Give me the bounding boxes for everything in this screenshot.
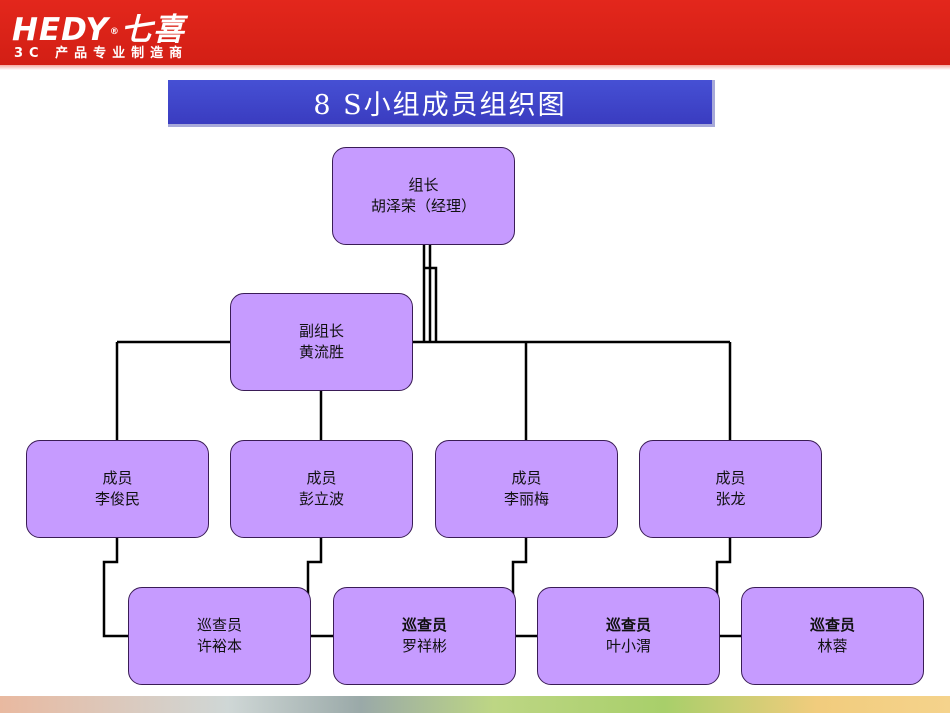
brand-tagline: 3C 产品专业制造商 xyxy=(14,46,189,61)
node-member: 成员 张龙 xyxy=(639,440,822,538)
member-role: 成员 xyxy=(102,469,133,487)
member-name: 李丽梅 xyxy=(503,490,549,508)
member-name: 李俊民 xyxy=(94,490,140,508)
brand-logo: HEDY®七喜 xyxy=(12,12,185,48)
member-role: 成员 xyxy=(306,469,337,487)
leader-role: 组长 xyxy=(408,176,439,194)
leader-name: 胡泽荣（经理） xyxy=(370,197,476,215)
node-member: 成员 彭立波 xyxy=(230,440,413,538)
title-banner: 8 S小组成员组织图 xyxy=(168,80,715,127)
connector-member3-inspector3 xyxy=(511,538,539,638)
node-inspector: 巡查员 许裕本 xyxy=(128,587,311,685)
decorative-footer-band xyxy=(0,696,950,713)
node-leader: 组长 胡泽荣（经理） xyxy=(332,147,515,245)
connector-member-drops xyxy=(115,342,732,442)
node-inspector: 巡查员 林蓉 xyxy=(741,587,924,685)
member-name: 张龙 xyxy=(715,490,746,508)
member-role: 成员 xyxy=(715,469,746,487)
deputy-role: 副组长 xyxy=(298,322,344,340)
node-member: 成员 李丽梅 xyxy=(435,440,618,538)
brand-header: HEDY®七喜 3C 产品专业制造商 xyxy=(0,0,950,70)
node-member: 成员 李俊民 xyxy=(26,440,209,538)
deputy-name: 黄流胜 xyxy=(298,343,344,361)
inspector-role: 巡查员 xyxy=(401,616,447,634)
node-deputy: 副组长 黄流胜 xyxy=(230,293,413,391)
connector-member1-inspector1 xyxy=(102,538,130,638)
connector-member4-inspector4 xyxy=(715,538,743,638)
inspector-role: 巡查员 xyxy=(605,616,651,634)
connector-member2-inspector2 xyxy=(306,538,335,638)
inspector-name: 罗祥彬 xyxy=(401,637,447,655)
inspector-role: 巡查员 xyxy=(809,616,855,634)
inspector-name: 林蓉 xyxy=(817,637,848,655)
member-name: 彭立波 xyxy=(298,490,344,508)
connector-trunk xyxy=(422,245,438,342)
inspector-name: 叶小渭 xyxy=(605,637,651,655)
node-inspector: 巡查员 叶小渭 xyxy=(537,587,720,685)
page-title: 8 S小组成员组织图 xyxy=(313,89,567,121)
inspector-name: 许裕本 xyxy=(196,637,242,655)
member-role: 成员 xyxy=(511,469,542,487)
node-inspector: 巡查员 罗祥彬 xyxy=(333,587,516,685)
inspector-role: 巡查员 xyxy=(196,616,242,634)
